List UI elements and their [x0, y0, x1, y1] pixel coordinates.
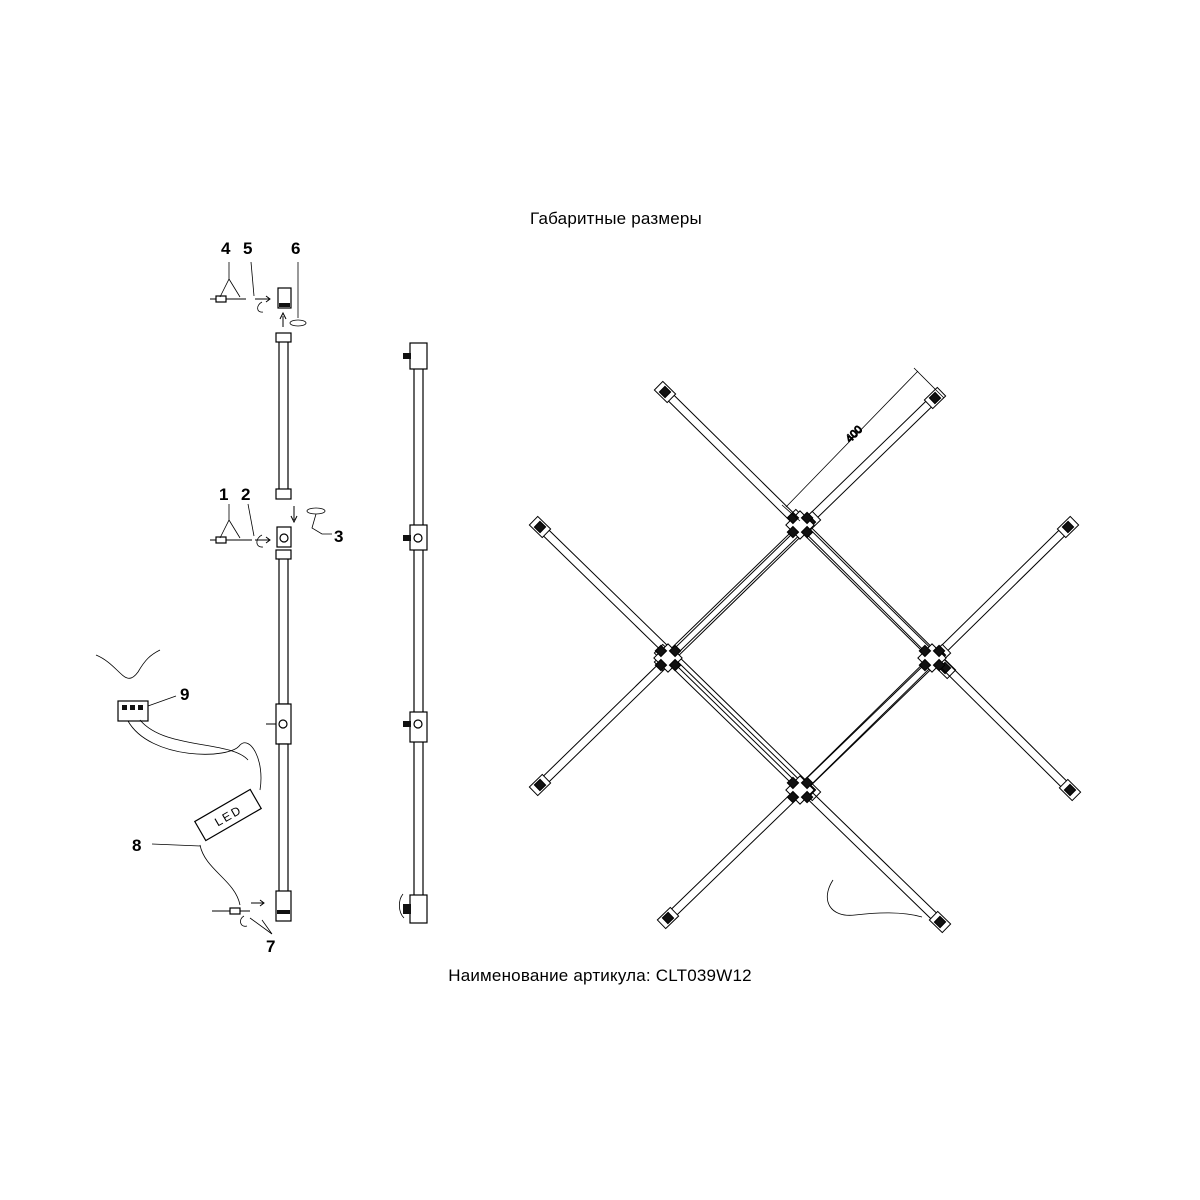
leader-5	[250, 261, 255, 297]
tube-lower-1	[278, 555, 289, 705]
end-cap-bottom	[275, 488, 292, 500]
callout-4: 4	[221, 239, 231, 258]
terminal-block	[117, 700, 149, 722]
end-cap-top	[275, 332, 292, 343]
cap-lower-1a	[275, 549, 292, 560]
holder-mid-screw	[279, 533, 289, 543]
lattice-end-cap	[528, 773, 552, 797]
callout-6: 6	[291, 239, 300, 258]
callout-7: 7	[266, 937, 275, 956]
side-mount-3	[403, 721, 411, 727]
tube-lower-2	[278, 743, 289, 893]
leader-7	[249, 917, 273, 935]
side-holder-top	[409, 342, 428, 370]
lattice-joint	[917, 643, 947, 673]
holder-bottom	[275, 890, 292, 922]
arrow-right-icon	[255, 295, 271, 303]
callout-3: 3	[334, 527, 343, 546]
driver-cable	[127, 720, 262, 791]
terminal-pin	[122, 705, 127, 710]
lattice-end-cap	[923, 386, 947, 410]
washer-3	[306, 507, 326, 515]
washer-2	[256, 534, 264, 548]
screw-head-1	[215, 536, 227, 544]
mains-wire	[95, 649, 161, 679]
leader-2	[247, 503, 255, 537]
article-name: Наименование артикула: CLT039W12	[448, 966, 752, 985]
joint-lower-screw	[278, 719, 288, 729]
lattice-end-cap	[1058, 778, 1082, 802]
leader-9	[147, 695, 177, 707]
dimension-ext-top	[913, 367, 945, 399]
side-screw-3	[413, 719, 423, 729]
arrow-right-icon-3	[251, 899, 265, 907]
arrow-down-icon	[290, 506, 298, 524]
callout-9: 9	[180, 685, 189, 704]
arrow-right-icon-2	[255, 536, 271, 544]
holder-bottom-base	[277, 910, 290, 914]
dimension-line	[785, 370, 919, 508]
front-view: 400	[528, 367, 1082, 934]
screw-head-4	[215, 295, 227, 303]
driver-output-cable	[199, 844, 241, 906]
terminal-pin	[138, 705, 143, 710]
lattice-joint	[785, 510, 815, 540]
lattice-joint	[785, 775, 815, 805]
lattice-joints	[653, 510, 947, 805]
lattice-end-cap	[928, 910, 952, 934]
lattice-joint	[653, 643, 683, 673]
side-screw-2	[413, 533, 423, 543]
power-cable	[826, 879, 923, 918]
callout-1: 1	[219, 485, 228, 504]
driver-cable-2	[139, 719, 249, 761]
side-mount-top	[403, 353, 411, 359]
led-driver: LED	[193, 788, 263, 842]
tube-top	[278, 337, 289, 499]
holder-top-base	[279, 303, 290, 307]
washer-6	[289, 319, 307, 327]
callout-2: 2	[241, 485, 250, 504]
exploded-view: LED 4 5 6 1 2 3 7 8 9	[95, 239, 343, 956]
side-mount-2	[403, 535, 411, 541]
dimension-label: 400	[844, 424, 865, 445]
side-cable	[398, 893, 405, 919]
dimension-ext-bottom	[781, 504, 801, 522]
lattice-end-cap	[528, 515, 552, 539]
side-mount-bottom	[403, 904, 411, 914]
screw-head-7	[229, 907, 241, 915]
leader-3	[311, 513, 332, 535]
washer-7	[240, 915, 248, 927]
terminal-pin	[130, 705, 135, 710]
lattice-bars	[528, 380, 1082, 934]
lattice-end-cap	[1056, 515, 1080, 539]
side-view	[398, 342, 428, 924]
side-tube	[413, 345, 424, 921]
lattice-end-cap	[653, 380, 677, 404]
leader-8	[151, 843, 201, 847]
side-holder-bottom	[409, 894, 428, 924]
washer-5	[257, 301, 264, 313]
leader-1	[219, 504, 241, 539]
callout-8: 8	[132, 836, 141, 855]
lattice-end-cap	[656, 906, 680, 930]
callout-5: 5	[243, 239, 252, 258]
arrow-up-icon	[279, 311, 287, 327]
leader-4	[219, 262, 241, 298]
page-title: Габаритные размеры	[530, 209, 702, 228]
